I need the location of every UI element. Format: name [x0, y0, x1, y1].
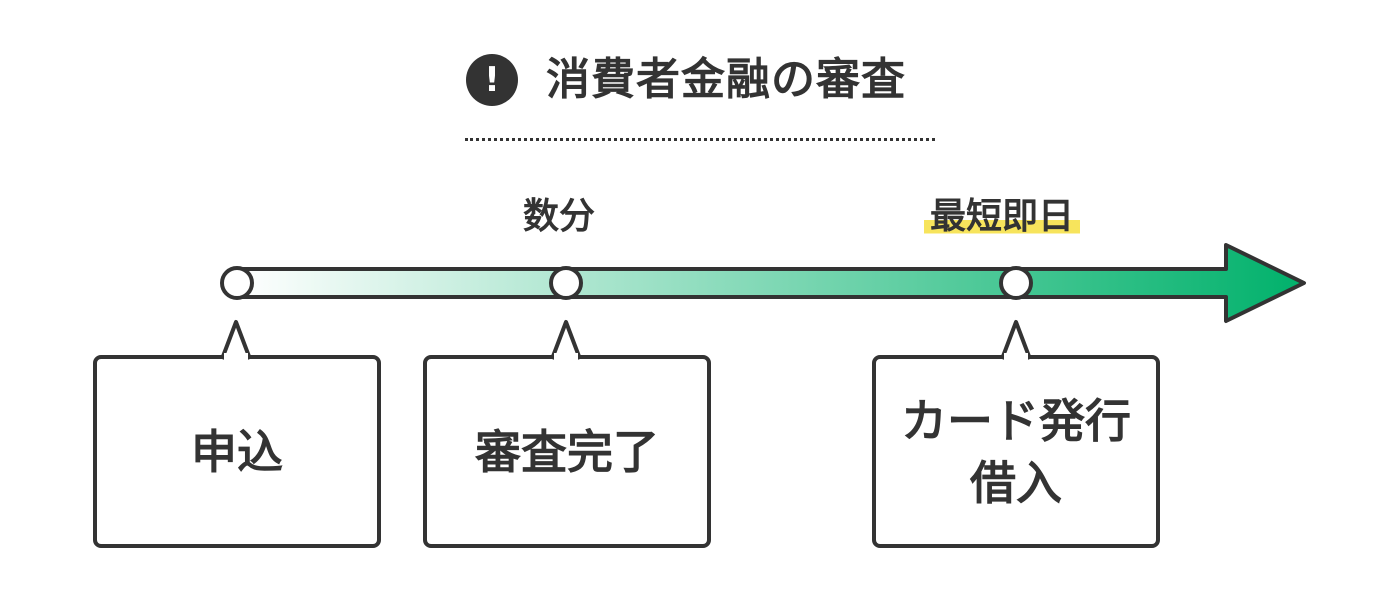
time-label-minutes: 数分 [523, 196, 596, 237]
exclamation-icon: ! [466, 54, 518, 106]
timeline-node-issue [999, 266, 1033, 300]
page-title: 消費者金融の審査 [546, 54, 906, 105]
highlighted-time-text: 最短即日 [924, 196, 1081, 237]
timeline-node-review [549, 266, 583, 300]
callout-pointer-issue [1000, 320, 1032, 360]
step-label: 審査完了 [475, 424, 659, 479]
title-divider [465, 138, 935, 141]
timeline-node-apply [220, 266, 254, 300]
step-label-line1: カード発行 [901, 393, 1131, 448]
step-box-card-issue: カード発行 借入 [872, 355, 1160, 548]
step-label: 申込 [191, 424, 283, 479]
callout-pointer-apply [220, 320, 252, 360]
step-label-line2: 借入 [970, 455, 1062, 510]
time-label-same-day: 最短即日 [924, 193, 1081, 241]
title-header: ! 消費者金融の審査 [466, 50, 906, 110]
callout-pointer-review [550, 320, 582, 360]
timeline-arrow [235, 243, 1306, 323]
